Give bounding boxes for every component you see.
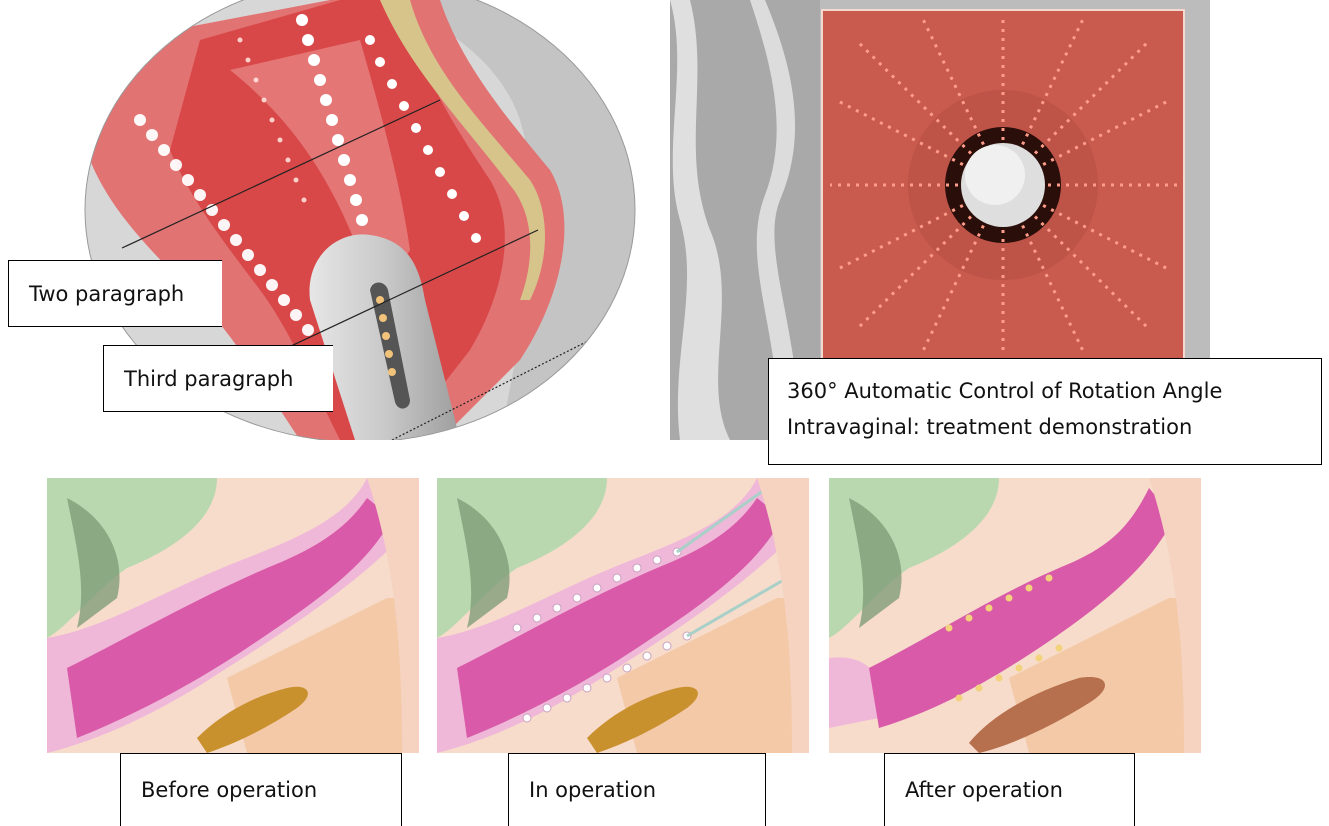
- laser-rays-icon: [822, 10, 1184, 360]
- in-operation-image: [437, 478, 809, 753]
- after-operation-image: [829, 478, 1201, 753]
- two-paragraph-label: Two paragraph: [8, 260, 222, 327]
- in-operation-label: In operation: [508, 753, 766, 826]
- rotation-caption-line1: 360° Automatic Control of Rotation Angle: [787, 373, 1321, 409]
- before-operation-image: [47, 478, 419, 753]
- rotation-caption-line2: Intravaginal: treatment demonstration: [787, 409, 1321, 445]
- before-operation-label: Before operation: [120, 753, 402, 826]
- rotation-caption: 360° Automatic Control of Rotation Angle…: [768, 358, 1322, 465]
- third-paragraph-label: Third paragraph: [103, 345, 333, 412]
- after-operation-label: After operation: [884, 753, 1135, 826]
